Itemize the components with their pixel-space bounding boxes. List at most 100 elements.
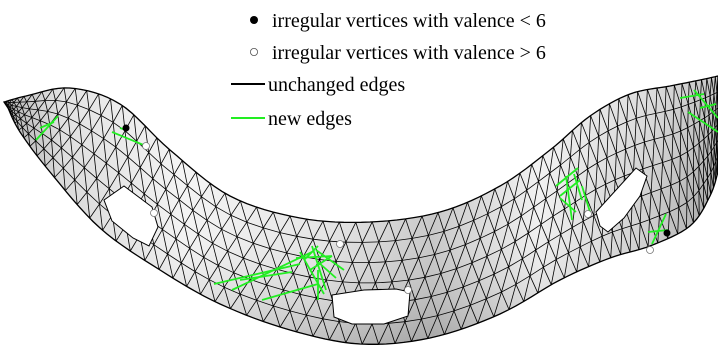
mesh-edge: [617, 121, 627, 127]
mesh-edge: [629, 225, 632, 253]
mesh-edge: [424, 273, 441, 278]
mesh-edge: [462, 286, 471, 306]
mesh-edge: [660, 184, 671, 190]
mesh-edge: [269, 248, 287, 254]
mesh-edge: [453, 304, 471, 312]
mesh-edge: [37, 109, 48, 112]
mesh-edge: [16, 97, 21, 103]
vertex-valence-high: [150, 209, 158, 217]
mesh-edge: [705, 95, 711, 99]
mesh-edge: [227, 251, 235, 273]
mesh-edge: [296, 236, 304, 257]
mesh-edge: [430, 296, 438, 316]
mesh-edge: [276, 269, 284, 291]
legend-item-low-valence: irregular vertices with valence < 6: [250, 10, 546, 32]
mesh-edge: [513, 173, 521, 199]
mesh-edge: [677, 207, 680, 234]
mesh-edge: [47, 100, 56, 112]
mesh-edge: [192, 196, 202, 211]
mesh-edge: [687, 151, 694, 172]
mesh-edge: [11, 110, 16, 115]
new-edge: [309, 255, 333, 271]
mesh-edge: [473, 213, 488, 221]
mesh-edge: [148, 152, 154, 179]
mesh-edge: [606, 130, 609, 158]
mesh-edge: [239, 293, 247, 316]
mesh-edge: [673, 106, 682, 110]
mesh-edge: [626, 94, 629, 122]
mesh-edge: [212, 229, 222, 244]
mesh-edge: [67, 118, 71, 137]
mesh-edge: [203, 243, 213, 258]
mesh-edge: [655, 113, 665, 137]
mesh-edge: [493, 273, 502, 293]
mesh-edge: [678, 207, 687, 229]
mesh-edge: [710, 151, 715, 167]
mesh-edge: [31, 109, 39, 118]
mesh-edge: [203, 256, 219, 266]
mesh-edge: [606, 152, 617, 159]
mesh-edge: [549, 147, 554, 174]
mesh-edge: [588, 142, 598, 164]
mesh-edge: [118, 156, 129, 174]
new-edge: [679, 93, 705, 99]
mesh-edge: [115, 146, 129, 158]
mesh-edge: [538, 181, 547, 199]
mesh-edge: [714, 109, 717, 128]
mesh-edge: [568, 252, 578, 273]
mesh-edge: [256, 207, 264, 229]
mesh-edge: [54, 167, 64, 178]
mesh-edge: [709, 77, 712, 96]
mesh-edge: [560, 227, 573, 235]
mesh-edge: [93, 153, 98, 179]
mesh-edge: [703, 134, 709, 140]
mesh-edge: [91, 115, 102, 132]
mesh-edge: [342, 281, 360, 284]
mesh-edge: [345, 222, 357, 243]
mesh-edge: [74, 179, 88, 193]
mesh-edge: [152, 163, 162, 179]
mesh-edge: [65, 101, 69, 119]
mesh-edge: [286, 252, 304, 258]
mesh-edge: [693, 165, 700, 172]
mesh-edge: [124, 130, 137, 142]
mesh-edge: [329, 222, 340, 242]
mesh-edge: [714, 76, 718, 93]
mesh-edge: [680, 106, 682, 132]
mesh-edge: [178, 199, 185, 225]
mesh-edge: [106, 162, 119, 174]
mesh-edge: [560, 234, 569, 253]
mesh-edge: [144, 244, 155, 261]
mesh-edge: [236, 236, 254, 244]
mesh-edge: [96, 178, 100, 205]
mesh-edge: [91, 130, 104, 139]
mesh-edge: [507, 198, 515, 225]
mesh-edge: [440, 273, 448, 293]
mesh-edge: [153, 244, 168, 255]
mesh-edge: [478, 273, 495, 282]
mesh-edge: [391, 260, 403, 283]
mesh-edge: [249, 279, 257, 301]
mesh-edge: [707, 135, 709, 157]
mesh-edge: [583, 215, 594, 222]
mesh-edge: [131, 182, 145, 195]
mesh-edge: [688, 82, 696, 103]
mesh-edge: [574, 201, 584, 222]
mesh-edge: [456, 268, 464, 288]
mesh-edge: [112, 122, 117, 148]
mesh-edge: [599, 236, 603, 262]
mesh-edge: [571, 227, 581, 247]
mesh-edge: [652, 139, 655, 166]
mesh-edge: [77, 105, 80, 124]
mesh-edge: [252, 243, 261, 265]
mesh-edge: [408, 276, 425, 281]
mesh-edge: [11, 110, 14, 117]
mesh-edge: [91, 130, 95, 154]
vertex-valence-high: [336, 240, 344, 248]
mesh-edge: [649, 215, 660, 220]
mesh-edge: [181, 262, 196, 272]
mesh-edge: [567, 156, 571, 184]
mesh-edge: [306, 297, 317, 316]
mesh-edge: [669, 207, 679, 213]
mesh-edge: [494, 206, 502, 232]
